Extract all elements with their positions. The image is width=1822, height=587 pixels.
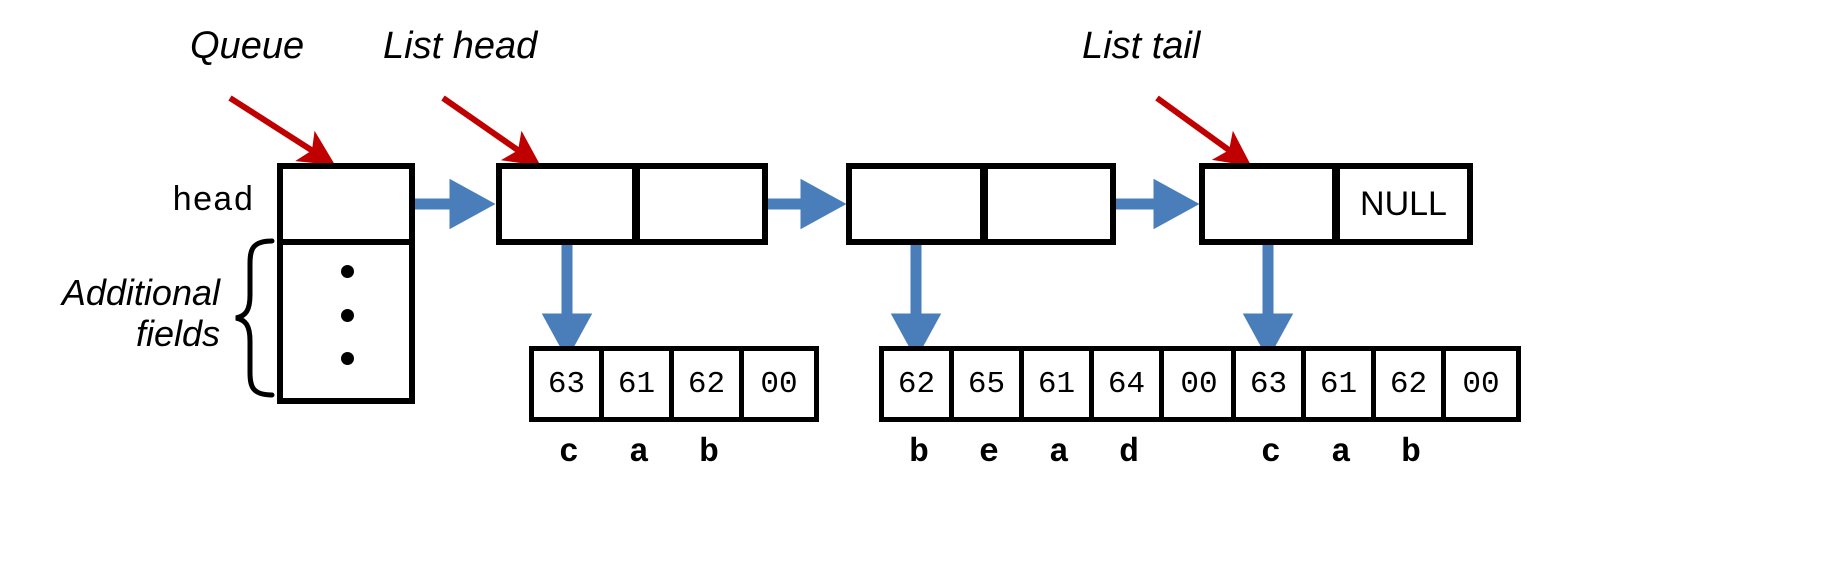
node-3-data-cell	[1199, 163, 1338, 245]
byte-cell: 63	[1236, 351, 1306, 417]
char-label: a	[1049, 434, 1069, 471]
char-label	[744, 434, 814, 471]
char-label: a	[629, 434, 649, 471]
byte-cell: 00	[1446, 351, 1516, 417]
char-label: b	[1401, 434, 1421, 471]
queue-additional-fields-box	[277, 239, 415, 404]
callout-arrow-list-head	[441, 95, 541, 167]
additional-fields-label-line2: fields	[135, 313, 220, 355]
string-buffer-1-chars: c a b	[534, 434, 814, 471]
string-buffer-2-chars: b e a d	[884, 434, 1234, 471]
byte-cell: 63	[534, 351, 604, 417]
additional-fields-label-line1: Additional	[61, 272, 220, 313]
byte-cell: 00	[744, 351, 814, 417]
string-buffer-1: 63 61 62 00	[529, 346, 819, 422]
byte-cell: 64	[1094, 351, 1164, 417]
string-buffer-2: 62 65 61 64 00	[879, 346, 1239, 422]
additional-fields-label: Additional fields	[20, 272, 220, 355]
additional-fields-ellipsis	[340, 265, 354, 365]
node-1-next-cell	[634, 163, 768, 245]
ellipsis-dot	[340, 308, 354, 322]
callout-label-list-head: List head	[383, 25, 538, 67]
ellipsis-dot	[340, 265, 354, 278]
node-1-data-cell	[496, 163, 638, 245]
node-3-next-cell	[1334, 163, 1473, 245]
byte-cell: 61	[1306, 351, 1376, 417]
char-label: b	[909, 434, 929, 471]
byte-cell: 00	[1164, 351, 1234, 417]
callout-label-queue: Queue	[190, 25, 305, 67]
queue-head-field-box	[277, 163, 415, 245]
byte-cell: 62	[674, 351, 744, 417]
char-label: e	[979, 434, 999, 471]
char-label: c	[1261, 434, 1281, 471]
char-label: d	[1119, 434, 1139, 471]
byte-cell: 65	[954, 351, 1024, 417]
byte-cell: 61	[1024, 351, 1094, 417]
char-label	[1164, 434, 1234, 471]
string-buffer-3-chars: c a b	[1236, 434, 1516, 471]
char-label: c	[559, 434, 579, 471]
byte-cell: 62	[1376, 351, 1446, 417]
node-3-null-label: NULL	[1360, 184, 1447, 223]
ellipsis-dot	[340, 352, 354, 365]
head-field-label: head	[172, 183, 254, 221]
callout-label-list-tail: List tail	[1082, 25, 1201, 67]
additional-fields-brace	[235, 238, 275, 398]
node-2-data-cell	[846, 163, 986, 245]
char-label: b	[699, 434, 719, 471]
string-buffer-3: 63 61 62 00	[1231, 346, 1521, 422]
char-label	[1446, 434, 1516, 471]
callout-arrow-queue	[228, 95, 336, 166]
char-label: a	[1331, 434, 1351, 471]
byte-cell: 61	[604, 351, 674, 417]
byte-cell: 62	[884, 351, 954, 417]
node-2-next-cell	[982, 163, 1116, 245]
callout-arrow-list-tail	[1155, 95, 1252, 167]
